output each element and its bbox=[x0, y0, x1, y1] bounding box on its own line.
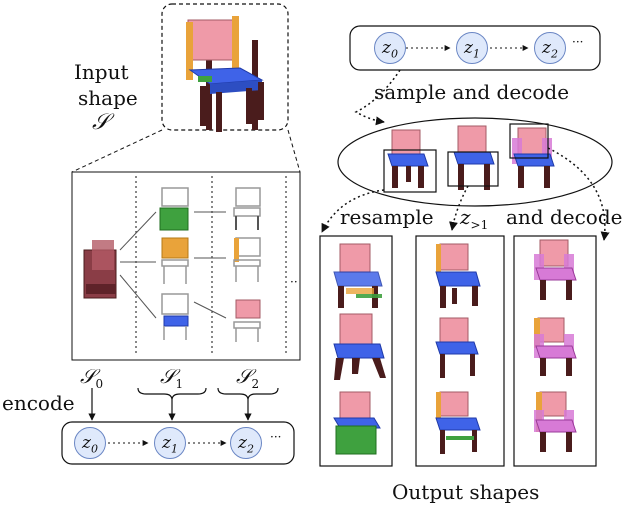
s2-subscript: 2 bbox=[251, 377, 260, 391]
output-column-2 bbox=[415, 235, 505, 467]
output-shapes-label: Output shapes bbox=[392, 480, 540, 504]
latent-z2-top: z2 bbox=[534, 32, 566, 64]
s0-symbol: 𝒮 bbox=[80, 364, 96, 388]
sample-chair-3 bbox=[512, 127, 555, 188]
z-gt1-label: z>1 bbox=[460, 207, 488, 231]
latent-z1-top-symbol: z bbox=[464, 38, 473, 58]
sampled-ellipse bbox=[337, 117, 613, 207]
latent-z2-bottom-subscript: 2 bbox=[246, 442, 254, 456]
latent-z1-bottom-symbol: z bbox=[162, 433, 171, 453]
highlight-legs bbox=[447, 151, 499, 187]
latent-bottom-ellipsis: ··· bbox=[270, 430, 282, 444]
s0-label: 𝒮0 bbox=[80, 366, 103, 390]
latent-top-ellipsis: ··· bbox=[572, 35, 584, 49]
latent-z0-bottom-subscript: 0 bbox=[90, 442, 98, 456]
latent-z1-top-subscript: 1 bbox=[472, 47, 480, 61]
level2-chair-3 bbox=[233, 299, 261, 342]
root-chair bbox=[83, 240, 117, 299]
input-shape-label-1: Input bbox=[74, 60, 129, 84]
output-chair-3-3 bbox=[534, 391, 577, 452]
latent-z2-bottom: z2 bbox=[230, 427, 262, 459]
output-chair-3-2 bbox=[534, 317, 577, 376]
highlight-arms bbox=[509, 123, 549, 159]
level2-chair-1 bbox=[233, 187, 261, 230]
input-shape-symbol: 𝒮 bbox=[92, 110, 110, 135]
latent-z0-top-subscript: 0 bbox=[390, 47, 398, 61]
latent-z2-bottom-symbol: z bbox=[238, 433, 247, 453]
input-chair bbox=[186, 16, 264, 132]
highlight-seat bbox=[383, 149, 437, 193]
latent-z0-bottom: z0 bbox=[74, 427, 106, 459]
latent-z1-top: z1 bbox=[456, 32, 488, 64]
sample-chair-1 bbox=[387, 129, 429, 188]
output-chair-1-1 bbox=[333, 243, 383, 308]
latent-z0-top-symbol: z bbox=[382, 38, 391, 58]
output-chair-2-1 bbox=[435, 243, 481, 308]
s2-symbol: 𝒮 bbox=[236, 364, 252, 388]
latent-z1-bottom-subscript: 1 bbox=[170, 442, 178, 456]
level2-chair-2 bbox=[233, 237, 261, 282]
z-gt1-subscript: >1 bbox=[470, 218, 489, 232]
latent-z0-top: z0 bbox=[374, 32, 406, 64]
input-shape-label-2: shape bbox=[78, 86, 138, 110]
output-chair-3-1 bbox=[534, 239, 577, 300]
output-chair-2-2 bbox=[435, 317, 479, 378]
latent-z1-bottom: z1 bbox=[154, 427, 186, 459]
latent-z2-top-subscript: 2 bbox=[550, 47, 558, 61]
output-column-1 bbox=[319, 235, 393, 467]
output-chair-1-3 bbox=[333, 391, 381, 455]
svg-text:··: ·· bbox=[290, 275, 298, 289]
output-chair-2-3 bbox=[435, 391, 481, 454]
z-gt1-symbol: z bbox=[460, 205, 471, 229]
level1-chair-back bbox=[161, 237, 189, 284]
latent-box-bottom bbox=[61, 421, 295, 465]
output-column-3 bbox=[513, 235, 597, 467]
input-shape-box bbox=[161, 3, 289, 131]
level1-chair-seat bbox=[161, 293, 189, 340]
latent-z2-top-symbol: z bbox=[542, 38, 551, 58]
resample-label: resample bbox=[340, 205, 434, 229]
sample-chair-2 bbox=[453, 125, 495, 190]
and-decode-label: and decode bbox=[506, 205, 623, 229]
s1-label: 𝒮1 bbox=[160, 366, 183, 390]
hierarchy-box bbox=[71, 171, 301, 361]
sample-and-decode-label: sample and decode bbox=[374, 80, 570, 104]
s2-label: 𝒮2 bbox=[236, 366, 259, 390]
level1-chair-base bbox=[159, 187, 189, 231]
latent-box-top bbox=[349, 25, 601, 71]
s1-symbol: 𝒮 bbox=[160, 364, 176, 388]
output-chair-1-2 bbox=[333, 313, 386, 380]
encode-label: encode bbox=[2, 391, 75, 415]
s1-subscript: 1 bbox=[175, 377, 184, 391]
s0-subscript: 0 bbox=[95, 377, 104, 391]
latent-z0-bottom-symbol: z bbox=[82, 433, 91, 453]
